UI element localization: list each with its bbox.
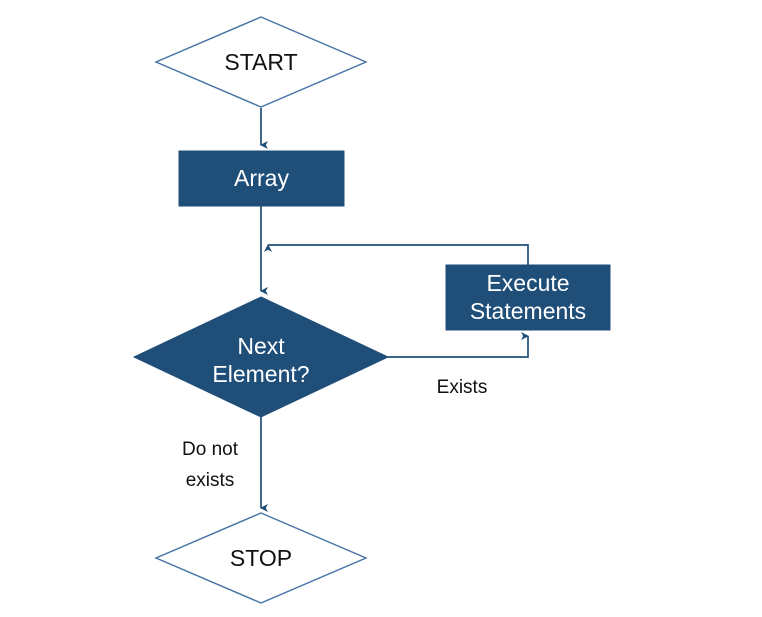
- array-label: Array: [234, 165, 289, 191]
- node-array[interactable]: Array: [178, 150, 345, 207]
- edge-execute-loopback-path: [264, 244, 529, 265]
- next-element-diamond-shape[interactable]: [132, 296, 390, 418]
- start-label: START: [224, 49, 297, 75]
- array-box-shape[interactable]: [178, 150, 345, 207]
- node-next-element[interactable]: Next Element?: [132, 296, 390, 418]
- exists-label: Exists: [437, 377, 488, 398]
- do-not-exists-label-line2: exists: [186, 470, 235, 491]
- edge-execute-loopback: [264, 244, 529, 265]
- node-execute-statements[interactable]: Execute Statements: [445, 264, 611, 331]
- execute-statements-label-line2: Statements: [470, 298, 586, 324]
- do-not-exists-label-line1: Do not: [182, 439, 239, 460]
- edge-label-layer: Exists Do not exists: [182, 377, 487, 491]
- connector-layer: [260, 108, 529, 512]
- execute-statements-label-line1: Execute: [486, 270, 569, 296]
- execute-statements-box-shape[interactable]: [445, 264, 611, 331]
- next-element-label-line2: Element?: [212, 361, 309, 387]
- start-diamond-shape[interactable]: [154, 16, 368, 108]
- edge-decision-to-execute-path: [388, 332, 529, 358]
- stop-diamond-shape[interactable]: [154, 512, 368, 604]
- node-stop[interactable]: STOP: [154, 512, 368, 604]
- stop-label: STOP: [230, 545, 292, 571]
- next-element-label-line1: Next: [237, 333, 285, 359]
- node-start[interactable]: START: [154, 16, 368, 108]
- edge-decision-to-execute: [388, 332, 529, 358]
